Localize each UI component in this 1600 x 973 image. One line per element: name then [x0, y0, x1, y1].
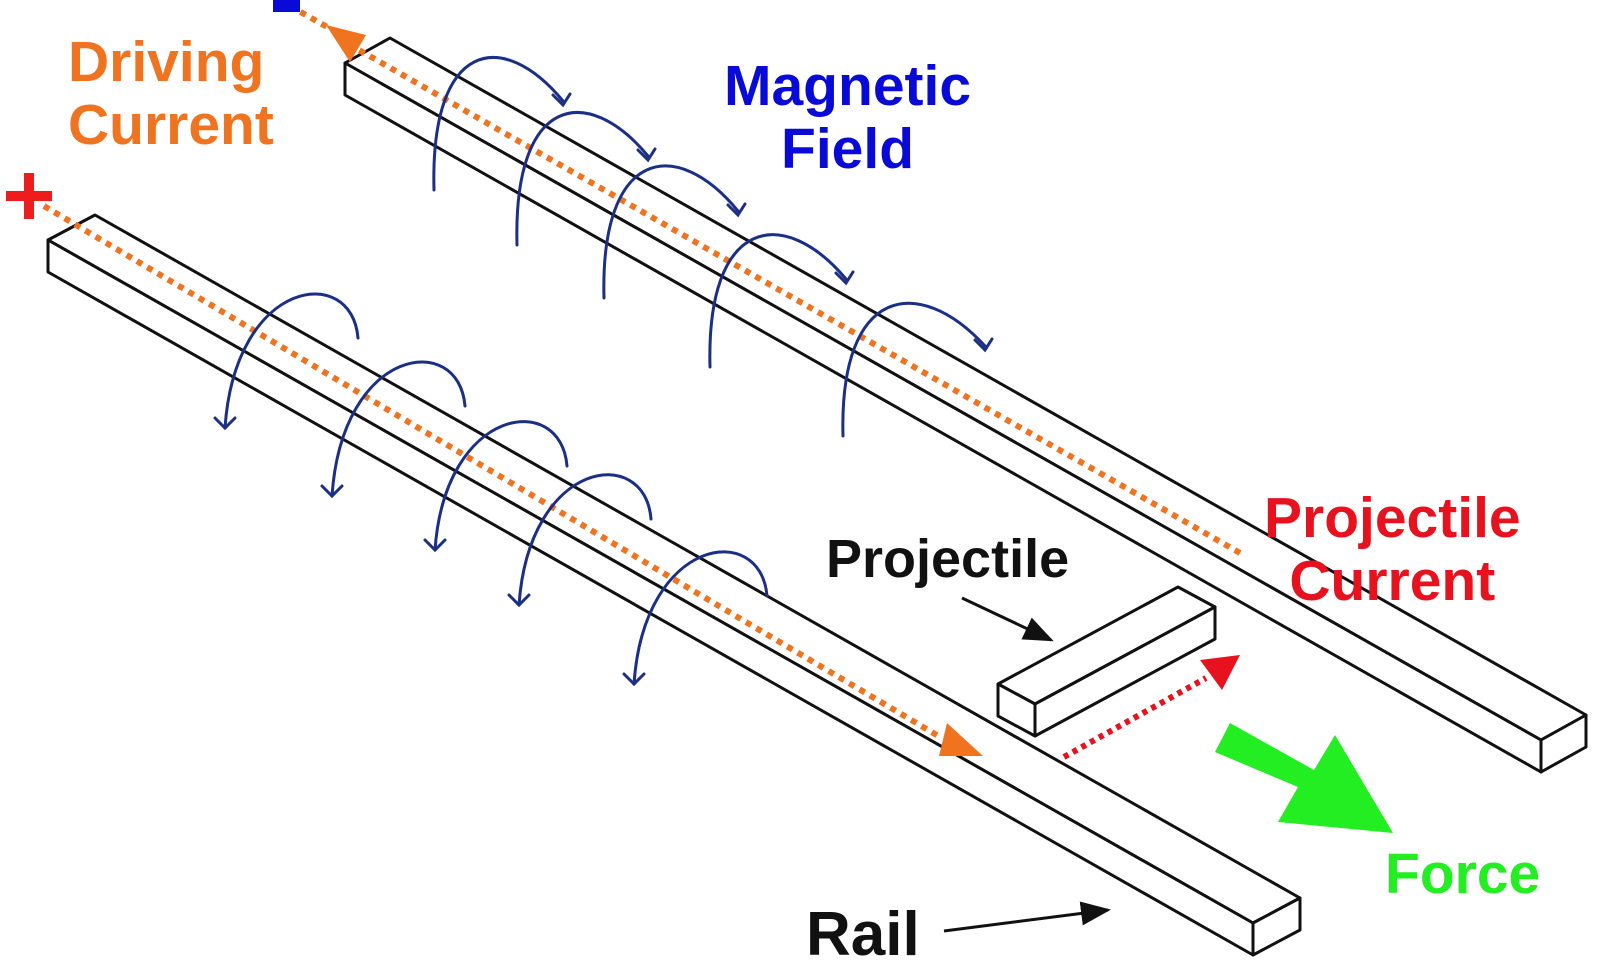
field-loop-arrowhead-icon: [507, 593, 531, 608]
field-loop-icon: [632, 550, 769, 686]
driving-current-front: [42, 203, 983, 756]
magnetic-field-label: Magnetic Field: [724, 54, 972, 181]
field-loop-icon: [517, 473, 653, 607]
back-rail: [343, 36, 1588, 774]
force-arrow-icon: [1215, 723, 1393, 833]
field-loop-arrowhead-icon: [834, 270, 855, 286]
projectile-block: [996, 585, 1217, 738]
positive-terminal-icon: [6, 173, 52, 219]
field-loop-icon: [602, 164, 740, 300]
rail-label: Rail: [806, 900, 920, 969]
rail-pointer-arrow: [943, 901, 1111, 933]
projectile-label: Projectile: [826, 529, 1070, 589]
field-loops-front: [213, 292, 769, 687]
driving-current-arrowhead-back: [326, 25, 366, 62]
driving-current-label: Driving Current: [68, 30, 274, 157]
front-rail: [46, 213, 1302, 957]
driving-current-arrowhead-front: [939, 723, 983, 756]
field-loops-back: [432, 56, 994, 438]
field-loop-arrowhead-icon: [423, 538, 447, 553]
field-loop-icon: [432, 56, 565, 192]
driving-current-back: [288, 3, 1242, 556]
field-loop-arrowhead-icon: [622, 672, 646, 687]
field-loop-arrowhead-icon: [213, 416, 237, 431]
force-label: Force: [1385, 842, 1541, 906]
field-loop-arrowhead-icon: [320, 484, 344, 499]
field-loop-icon: [433, 420, 569, 552]
field-loop-icon: [223, 292, 360, 430]
field-loop-icon: [515, 111, 650, 247]
field-loop-arrowhead-icon: [636, 147, 657, 163]
field-loop-icon: [708, 233, 848, 369]
projectile-pointer-arrow: [961, 596, 1054, 642]
field-loop-arrowhead-icon: [726, 202, 747, 218]
field-loop-icon: [841, 301, 987, 438]
projectile-current-label: Projectile Current: [1264, 486, 1521, 613]
field-loop-icon: [330, 360, 467, 498]
negative-terminal-icon: [273, 0, 300, 12]
field-loop-arrowhead-icon: [973, 337, 994, 353]
projectile-current-arrow: [1062, 655, 1240, 760]
field-loop-arrowhead-icon: [551, 92, 572, 108]
